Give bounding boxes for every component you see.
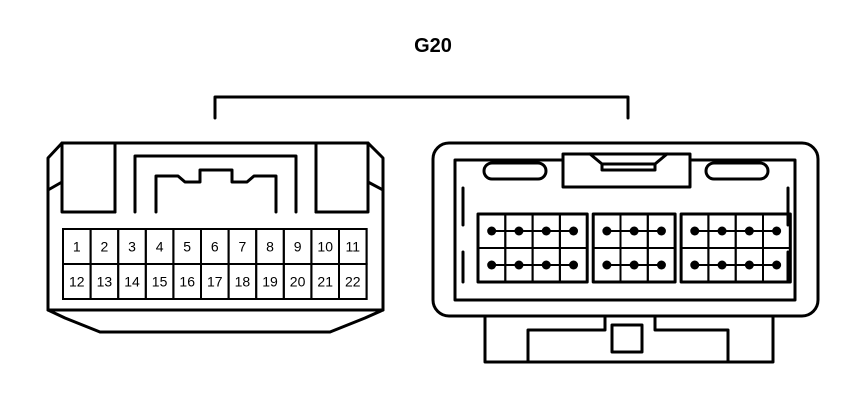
terminal-cell — [646, 247, 677, 283]
left-connector-lock-frame — [113, 141, 318, 214]
terminal-dot — [514, 226, 524, 236]
right-connector-right-slot — [704, 161, 770, 181]
pin-number: 17 — [207, 274, 223, 290]
pin-number: 6 — [211, 239, 219, 255]
right-connector-left-slot — [482, 161, 548, 181]
terminal-dot — [656, 226, 666, 236]
left-connector-latch — [154, 168, 278, 214]
right-connector-side-rails — [461, 186, 790, 284]
connector-id-label: G20 — [414, 35, 452, 57]
right-connector — [431, 141, 820, 364]
terminal-dot — [690, 260, 700, 270]
pin-cell — [338, 263, 368, 300]
pin-number: 3 — [128, 239, 136, 255]
pin-number: 9 — [294, 239, 302, 255]
terminal-dot — [772, 260, 782, 270]
terminal-dot — [541, 226, 551, 236]
pin-number: 21 — [317, 274, 333, 290]
terminal-cell — [762, 247, 792, 283]
right-connector-lock-tab — [610, 323, 644, 354]
terminal-dot — [602, 226, 612, 236]
terminal-dot — [629, 226, 639, 236]
right-connector-body — [431, 141, 820, 318]
terminal-dot — [744, 226, 754, 236]
terminal-dot — [656, 260, 666, 270]
right-connector-top-notch — [561, 152, 692, 172]
terminal-dot — [487, 226, 497, 236]
pin-number: 16 — [179, 274, 195, 290]
left-connector-top-edge — [46, 141, 385, 192]
terminal-dot — [602, 260, 612, 270]
terminal-dot — [569, 226, 579, 236]
pin-number: 22 — [345, 274, 361, 290]
pin-number: 7 — [239, 239, 247, 255]
terminal-dot — [717, 260, 727, 270]
pin-number: 10 — [317, 239, 333, 255]
terminal-cell — [558, 247, 589, 283]
pin-number: 18 — [235, 274, 251, 290]
pin-number: 15 — [152, 274, 168, 290]
left-connector-body — [46, 141, 385, 334]
pin-number: 4 — [156, 239, 164, 255]
terminal-dot — [569, 260, 579, 270]
view-bracket — [213, 95, 630, 120]
pin-number: 2 — [101, 239, 109, 255]
pin-number: 20 — [290, 274, 306, 290]
pin-number: 11 — [346, 239, 361, 255]
pin-number: 12 — [69, 274, 85, 290]
pin-number: 8 — [266, 239, 274, 255]
left-connector-step — [46, 180, 385, 224]
pin-number: 19 — [262, 274, 278, 290]
pin-number: 14 — [124, 274, 140, 290]
terminal-dot — [541, 260, 551, 270]
right-connector-bottom-housing — [483, 314, 775, 364]
terminal-dot — [690, 226, 700, 236]
pin-number: 1 — [73, 239, 81, 255]
pin-number: 13 — [97, 274, 113, 290]
terminal-dot — [772, 226, 782, 236]
terminal-dot — [514, 260, 524, 270]
terminal-dot — [717, 226, 727, 236]
pin-number: 5 — [183, 239, 191, 255]
terminal-dot — [744, 260, 754, 270]
terminal-dot — [487, 260, 497, 270]
terminal-dot — [629, 260, 639, 270]
right-pin-grid — [476, 212, 792, 284]
right-connector-bottom-lock — [526, 314, 730, 364]
